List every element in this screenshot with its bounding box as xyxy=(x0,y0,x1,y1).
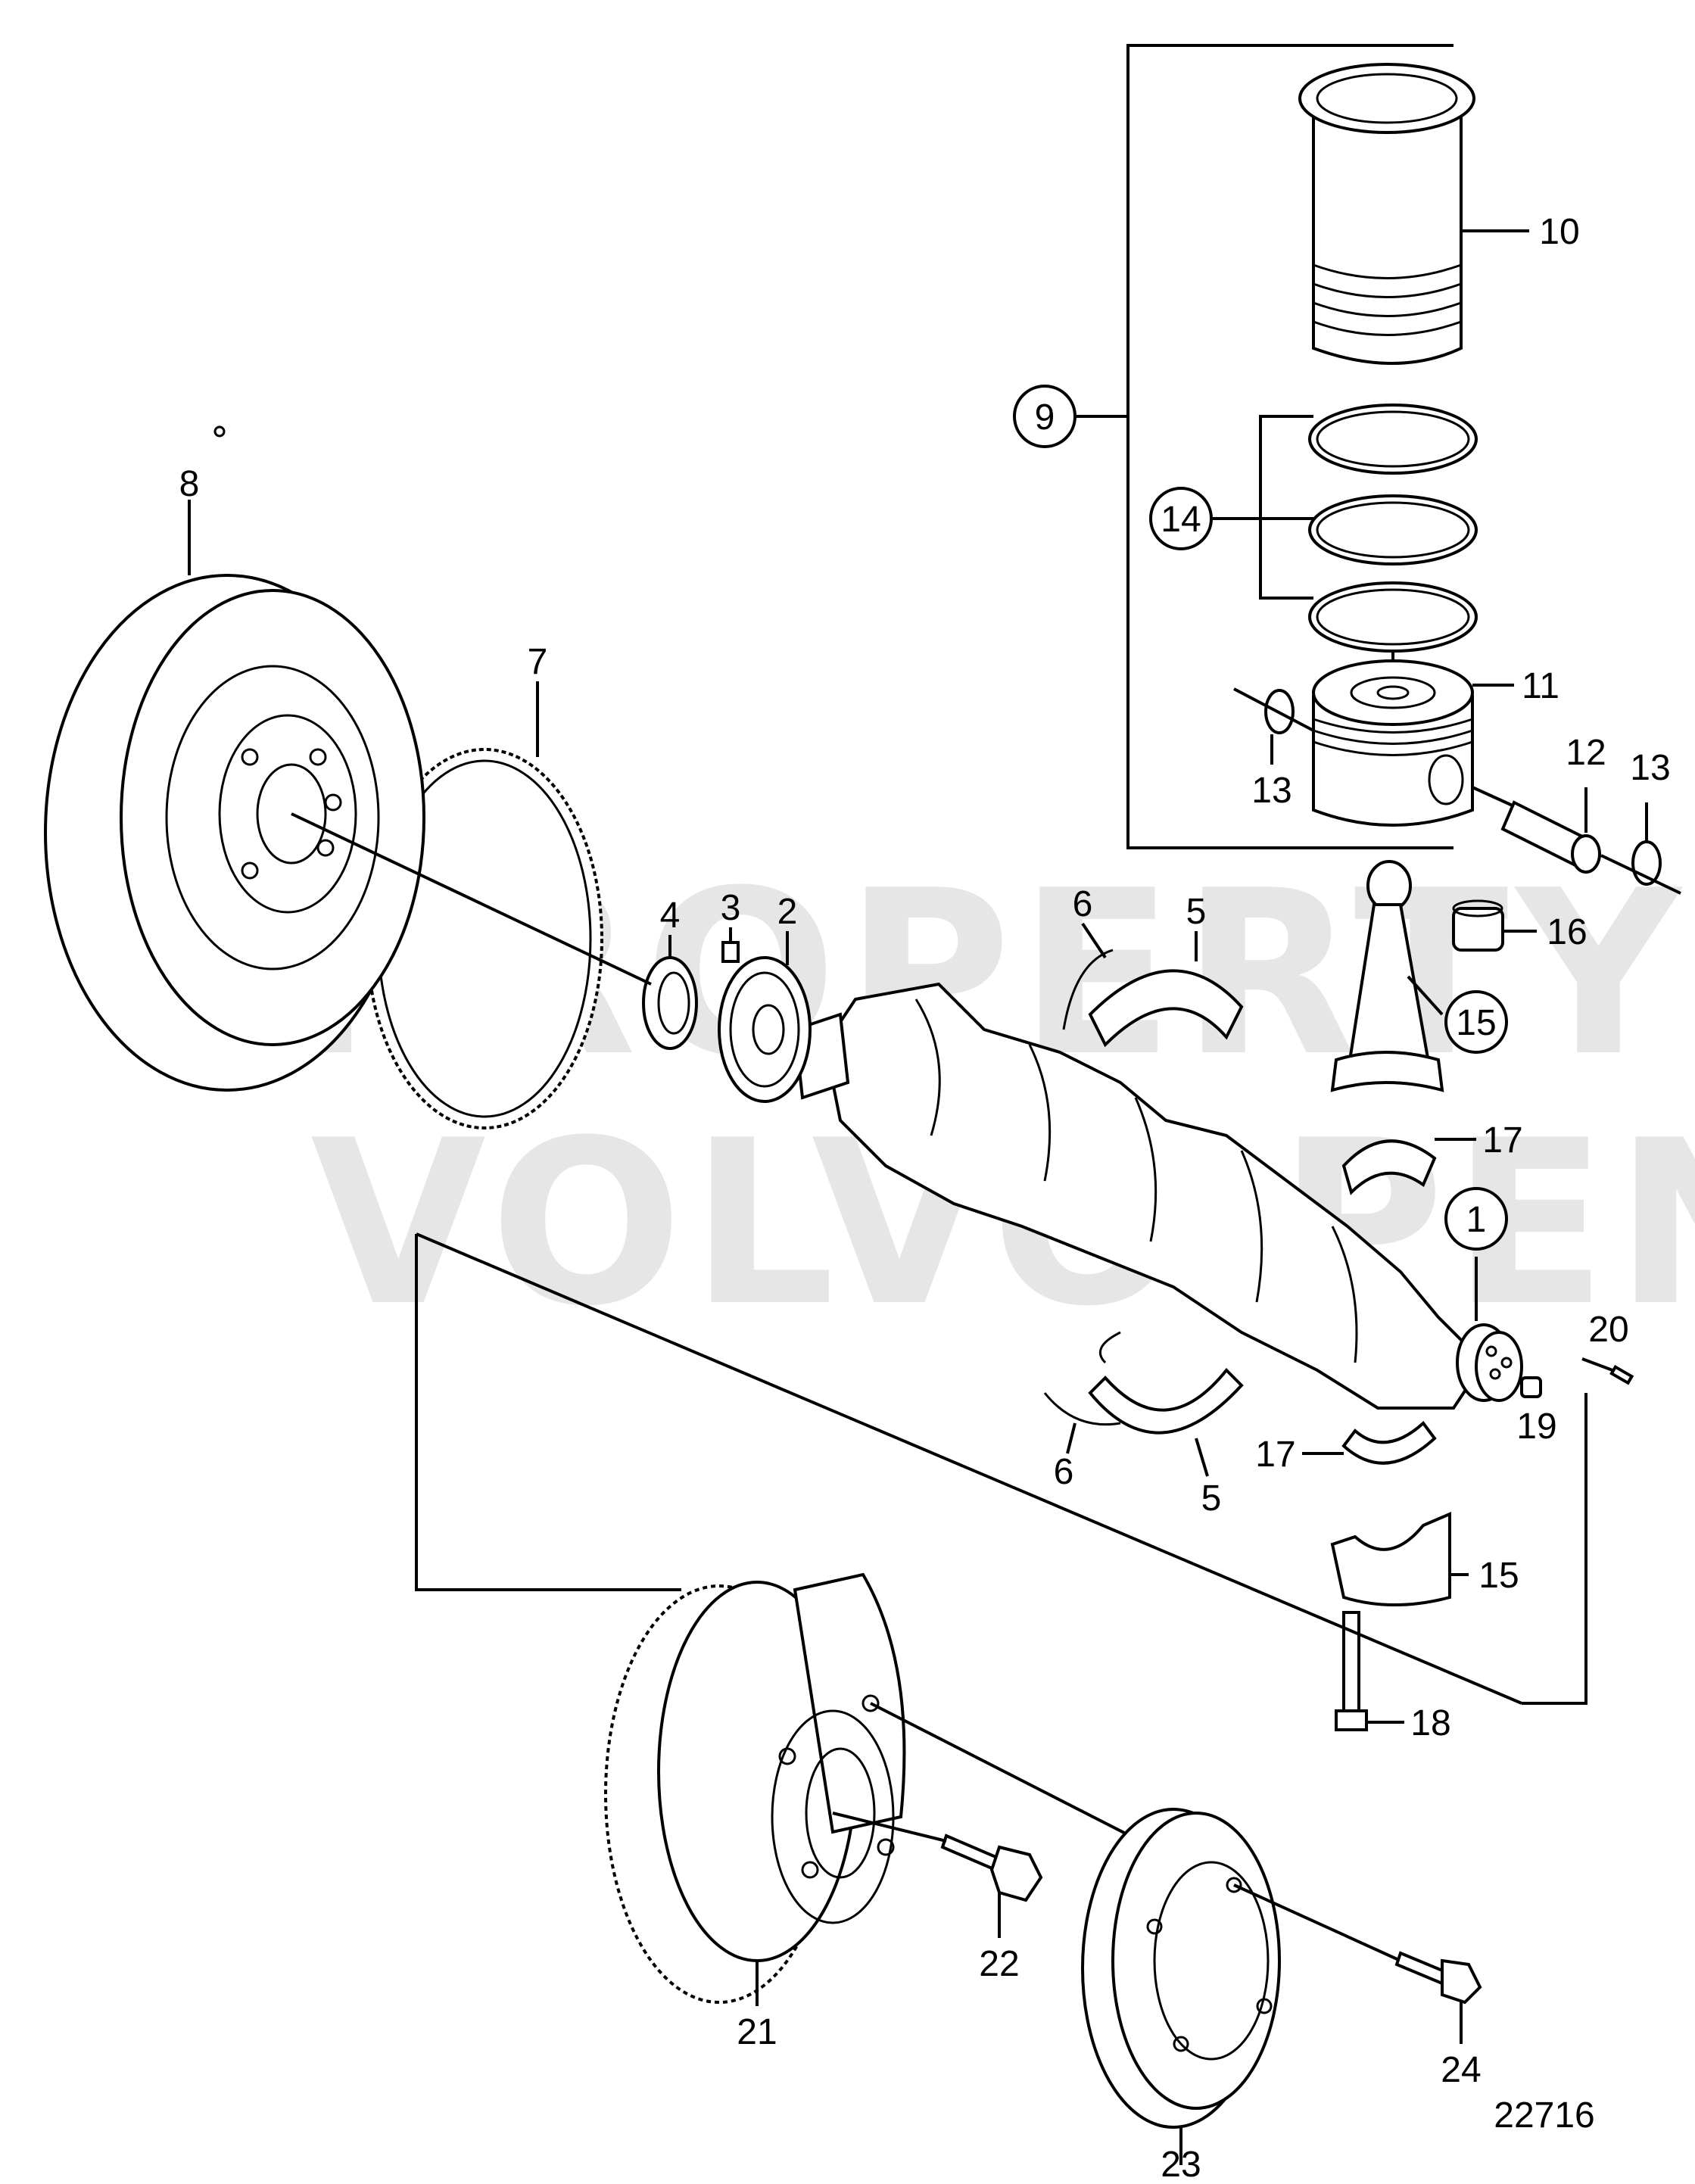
dowel-pin xyxy=(1581,1357,1634,1385)
callout-12: 12 xyxy=(1566,733,1606,773)
callout-13-right: 13 xyxy=(1630,748,1670,788)
thrust-washer-upper xyxy=(1062,922,1114,1030)
callout-1: 1 xyxy=(1466,1200,1487,1240)
piston-kit-bracket xyxy=(1067,44,1454,849)
callout-14: 14 xyxy=(1161,500,1201,540)
thrust-washer-lower xyxy=(1043,1331,1121,1454)
cylinder-liner xyxy=(1298,63,1529,365)
callout-23: 23 xyxy=(1161,2145,1201,2184)
callout-5-upper: 5 xyxy=(1186,892,1207,932)
callout-16: 16 xyxy=(1547,912,1587,952)
callout-5-lower: 5 xyxy=(1201,1478,1222,1519)
pulley xyxy=(1081,1808,1401,2165)
callout-22: 22 xyxy=(979,1944,1019,1984)
callout-17-upper: 17 xyxy=(1482,1120,1522,1161)
callout-6-upper: 6 xyxy=(1073,884,1093,924)
connecting-rod xyxy=(1330,860,1444,1092)
callout-10: 10 xyxy=(1539,212,1579,252)
callout-21: 21 xyxy=(737,2012,777,2052)
callout-6-lower: 6 xyxy=(1054,1452,1074,1492)
callout-15-circled: 15 xyxy=(1456,1003,1496,1043)
damper-bolt xyxy=(832,1812,1043,1938)
main-bearing-lower xyxy=(1088,1368,1244,1477)
callout-2: 2 xyxy=(777,892,798,932)
callout-15-plain: 15 xyxy=(1478,1556,1519,1596)
callout-17-lower: 17 xyxy=(1255,1435,1295,1475)
flywheel xyxy=(44,425,652,1092)
lower-assembly-bracket xyxy=(415,1232,1588,1705)
callout-19: 19 xyxy=(1516,1407,1556,1447)
rod-bearing-upper xyxy=(1341,1138,1476,1195)
callout-13-left: 13 xyxy=(1251,771,1292,811)
callout-3: 3 xyxy=(721,888,741,928)
connecting-rod-cap xyxy=(1330,1511,1469,1606)
piston-rings xyxy=(1211,403,1478,696)
rod-bearing-lower xyxy=(1302,1421,1437,1465)
plug xyxy=(1520,1376,1542,1398)
crankshaft-gear xyxy=(718,931,812,1103)
conrod-bolt xyxy=(1335,1611,1404,1731)
main-bearing-upper xyxy=(1088,931,1244,1048)
callout-24: 24 xyxy=(1441,2050,1481,2090)
callout-8: 8 xyxy=(179,464,200,504)
callout-9: 9 xyxy=(1035,397,1055,438)
piston xyxy=(1312,659,1514,827)
callout-11: 11 xyxy=(1522,666,1559,706)
callout-18: 18 xyxy=(1410,1703,1450,1743)
oil-seal xyxy=(642,935,698,1050)
callout-circles xyxy=(1013,385,1508,1251)
callout-7: 7 xyxy=(528,642,548,682)
circlip-left xyxy=(1233,687,1314,765)
vibration-damper xyxy=(604,1572,1227,2006)
gear-pin xyxy=(721,927,740,963)
callout-4: 4 xyxy=(660,896,681,936)
pulley-bolt xyxy=(1394,1951,1482,2044)
figure-number: 22716 xyxy=(1494,2095,1594,2136)
connecting-rod-bushing xyxy=(1452,899,1537,952)
callout-labels: 9 14 15 1 10 11 12 13 13 16 17 17 15 18 … xyxy=(179,212,1671,2184)
callout-20: 20 xyxy=(1588,1310,1628,1350)
piston-pin xyxy=(1472,786,1681,895)
